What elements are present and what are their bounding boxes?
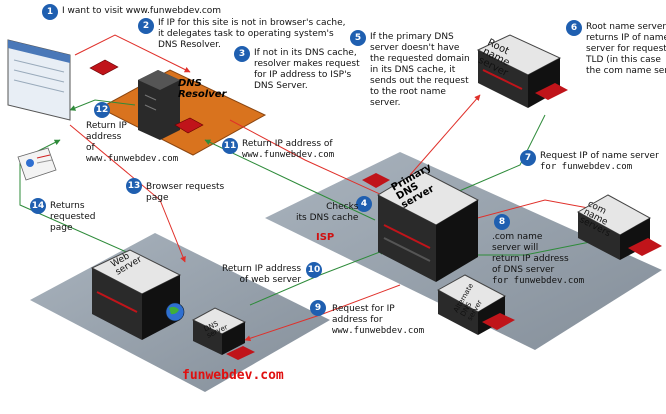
step-1-text: I want to visit www.funwebdev.com — [62, 6, 222, 16]
step-13-badge: 13 — [126, 178, 142, 194]
step-2-badge: 2 — [138, 18, 154, 34]
step-9-badge: 9 — [310, 300, 326, 316]
root-server — [476, 34, 568, 108]
step-3-badge: 3 — [234, 46, 250, 62]
step-11-badge: 11 — [222, 138, 238, 154]
arrow-step12 — [69, 99, 136, 111]
arrow-step6 — [449, 114, 546, 196]
step-1-badge: 1 — [42, 4, 58, 20]
step-7-badge: 7 — [520, 150, 536, 166]
dns-resolver-server — [138, 70, 204, 140]
arrows — [19, 34, 611, 342]
step-8-badge: 8 — [494, 214, 510, 230]
web-server — [90, 249, 182, 340]
arrow-step3 — [229, 119, 416, 211]
arrow-step8 — [469, 239, 601, 258]
alternate-dns-server — [436, 274, 515, 335]
step-4-badge: 4 — [356, 196, 372, 212]
com-name-server — [576, 194, 662, 260]
arrow-step5 — [409, 94, 481, 176]
document-page-icon — [17, 147, 57, 181]
funwebdev-label: funwebdev.com — [182, 368, 284, 383]
step-2-text: If IP for this site is not in browser's … — [158, 18, 346, 50]
floppy-disk-icon — [89, 59, 119, 76]
primary-dns-server — [362, 169, 480, 282]
step-5-badge: 5 — [350, 30, 366, 46]
small-dns-server — [191, 307, 255, 360]
browser-window-icon — [7, 39, 71, 121]
arrow-step11 — [204, 139, 376, 221]
step-12-badge: 12 — [94, 102, 110, 118]
arrow-step2 — [74, 34, 191, 73]
step-3-text: If not in its DNS cache,resolver makes r… — [254, 48, 360, 91]
step-6-badge: 6 — [566, 20, 582, 36]
step-14-badge: 14 — [30, 198, 46, 214]
globe-icon — [165, 302, 185, 322]
arrow-step13 — [69, 124, 186, 263]
isp-label: ISP — [316, 232, 335, 243]
step-10-badge: 10 — [306, 262, 322, 278]
